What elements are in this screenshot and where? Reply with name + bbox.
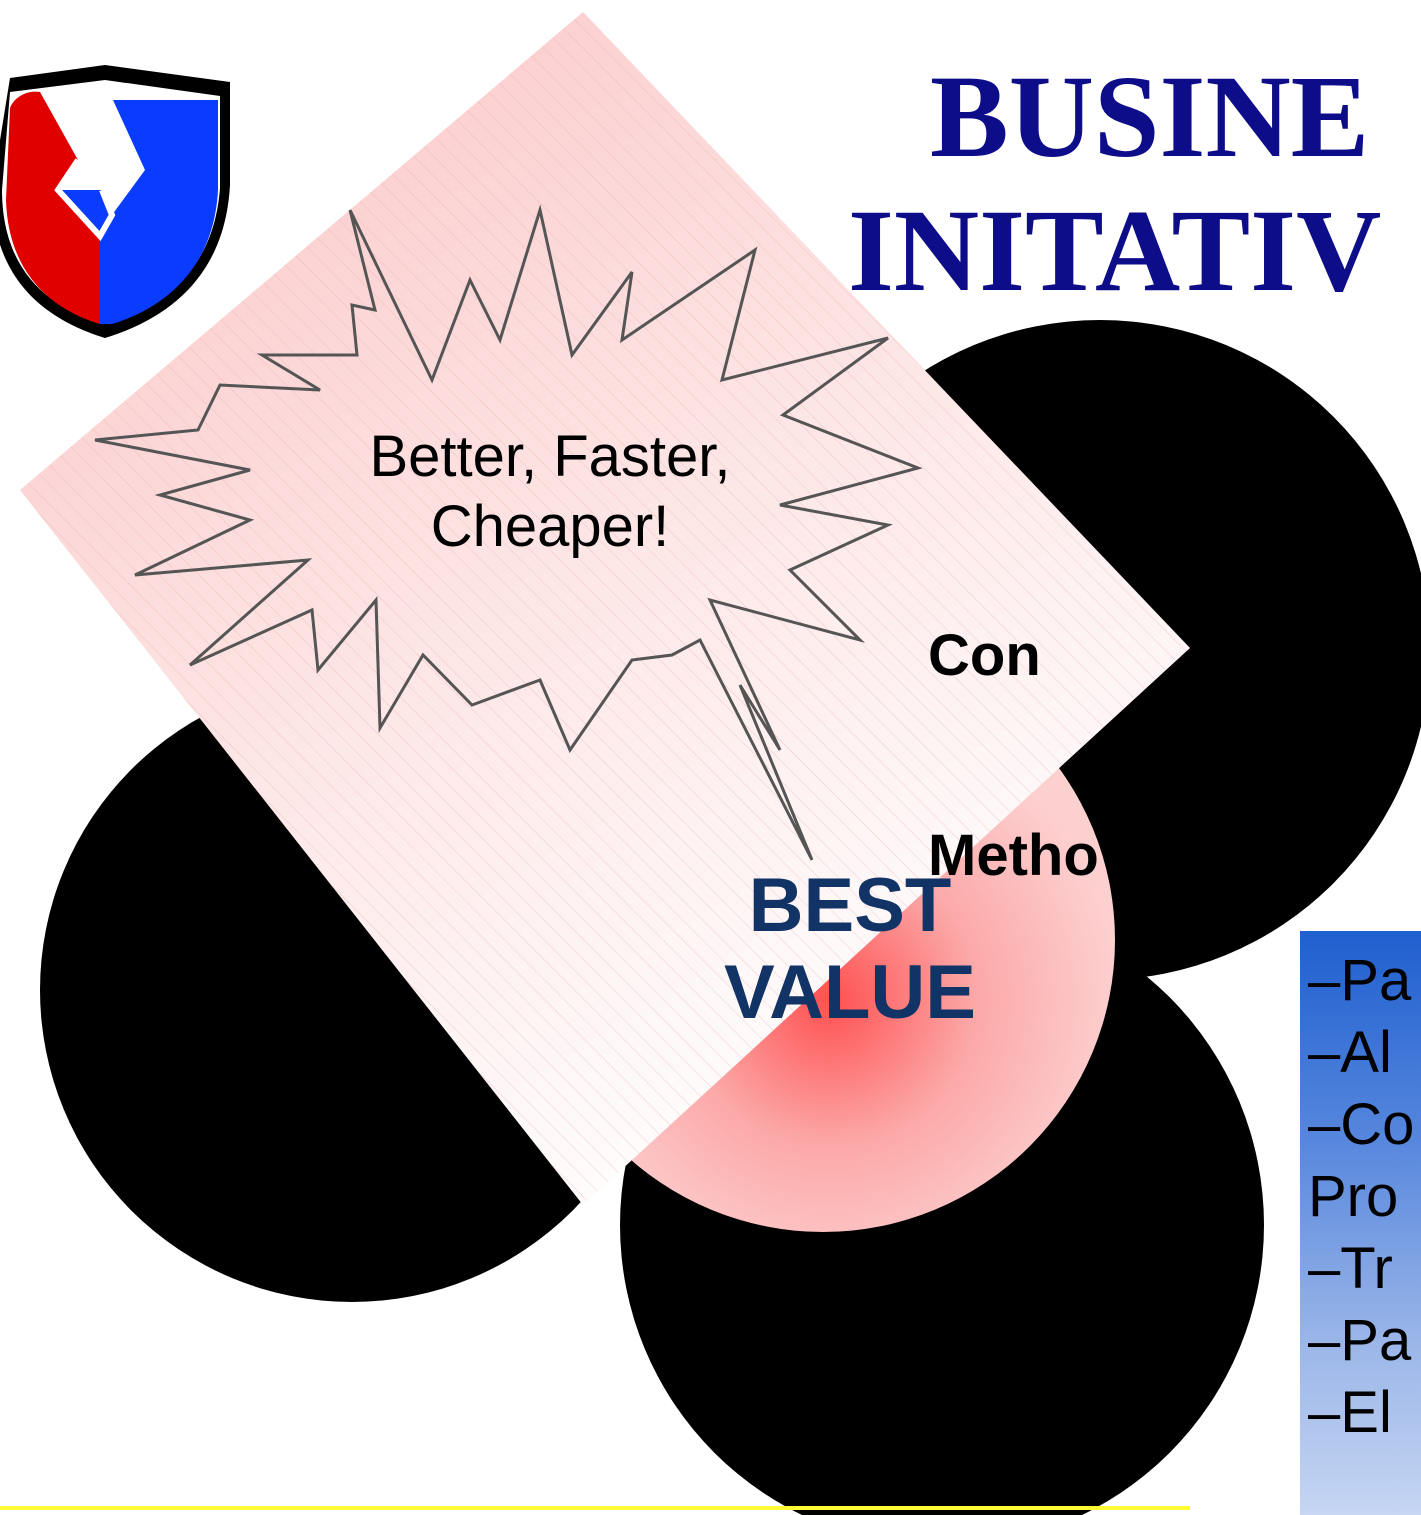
bullet-item: Pro (1308, 1164, 1399, 1229)
starburst-text: Better, Faster, Cheaper! (300, 422, 800, 561)
best-value-line-2: VALUE (724, 950, 976, 1036)
best-value-line-1: BEST (748, 863, 952, 948)
bullet-item: –Pa (1308, 1308, 1412, 1373)
footer-divider (0, 1506, 1190, 1510)
best-value-label: BEST VALUE (690, 862, 1010, 1037)
bullet-item: –Al (1308, 1020, 1392, 1085)
bullet-item: –El (1308, 1380, 1392, 1445)
slide-title-line-2: INITATIV (848, 185, 1382, 316)
shield-chevron-logo-icon (0, 65, 230, 338)
starburst-line-1: Better, Faster, (369, 424, 731, 489)
circle-label-line-2: Metho (928, 823, 1099, 889)
bullet-item: –Tr (1308, 1236, 1393, 1301)
bullet-list: –Pa –Al –Co Pro –Tr –Pa –El (1300, 945, 1421, 1449)
circle-label: Con Metho (928, 490, 1099, 1024)
diamond-banner-hatch (20, 12, 1190, 1205)
bullet-item: –Pa (1308, 948, 1412, 1013)
starburst-shape (94, 204, 923, 861)
bullet-item: –Co (1308, 1092, 1415, 1157)
bullet-list-panel: –Pa –Al –Co Pro –Tr –Pa –El (1300, 931, 1421, 1515)
slide-title-line-1: BUSINE (930, 51, 1370, 182)
circle-label-line-1: Con (928, 623, 1041, 689)
starburst-line-2: Cheaper! (430, 493, 670, 559)
